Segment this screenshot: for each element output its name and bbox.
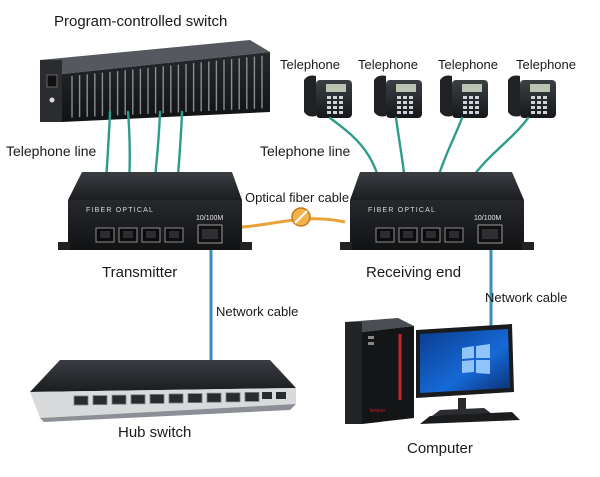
- label-telephone-3: Telephone: [438, 57, 498, 72]
- label-network-cable-right: Network cable: [485, 290, 568, 305]
- lenovo-logo-icon: lenovo: [370, 408, 385, 414]
- hub-switch-device: [30, 360, 296, 422]
- receiving-port-speed: 10/100M: [474, 215, 501, 222]
- receiving-end-device: FIBER OPTICAL 10/100M: [340, 172, 534, 250]
- hub-port: [92, 395, 108, 406]
- label-transmitter: Transmitter: [102, 264, 178, 281]
- telephone-icon: [440, 75, 488, 118]
- hub-port: [130, 394, 146, 405]
- hub-port: [73, 395, 89, 406]
- svg-text:FIBER OPTICAL: FIBER OPTICAL: [368, 207, 436, 214]
- label-telephone-2: Telephone: [358, 57, 418, 72]
- label-telephone-1: Telephone: [280, 57, 340, 72]
- telephone-icon: [508, 75, 556, 118]
- fiber-connector-icon: [291, 207, 311, 227]
- transmitter-port-speed: 10/100M: [196, 215, 223, 222]
- program-controlled-switch: [40, 40, 270, 122]
- hub-port: [111, 394, 127, 405]
- label-telephone-4: Telephone: [516, 57, 576, 72]
- computer-tower: lenovo: [345, 318, 414, 424]
- hub-port: [187, 393, 203, 404]
- label-computer: Computer: [407, 440, 473, 457]
- label-optical-fiber-cable: Optical fiber cable: [245, 190, 350, 205]
- windows-logo-icon: [462, 344, 490, 374]
- hub-port: [149, 393, 165, 404]
- computer-monitor: [416, 324, 520, 424]
- telephone-icon: [304, 75, 352, 118]
- hub-port: [244, 391, 260, 402]
- hub-port: [225, 392, 241, 403]
- svg-text:FIBER OPTICAL: FIBER OPTICAL: [86, 207, 154, 214]
- telephone-icon: [374, 75, 422, 118]
- label-hub-switch: Hub switch: [118, 424, 192, 441]
- telephones-group: [304, 75, 556, 118]
- label-telephone-line-right: Telephone line: [260, 143, 351, 159]
- hub-port: [168, 393, 184, 404]
- label-receiving-end: Receiving end: [366, 264, 462, 281]
- label-program-controlled-switch: Program-controlled switch: [54, 13, 228, 30]
- hub-port: [206, 392, 222, 403]
- label-network-cable-left: Network cable: [216, 304, 299, 319]
- transmitter-device: FIBER OPTICAL 10/100M: [58, 172, 252, 250]
- label-telephone-line-left: Telephone line: [6, 143, 97, 159]
